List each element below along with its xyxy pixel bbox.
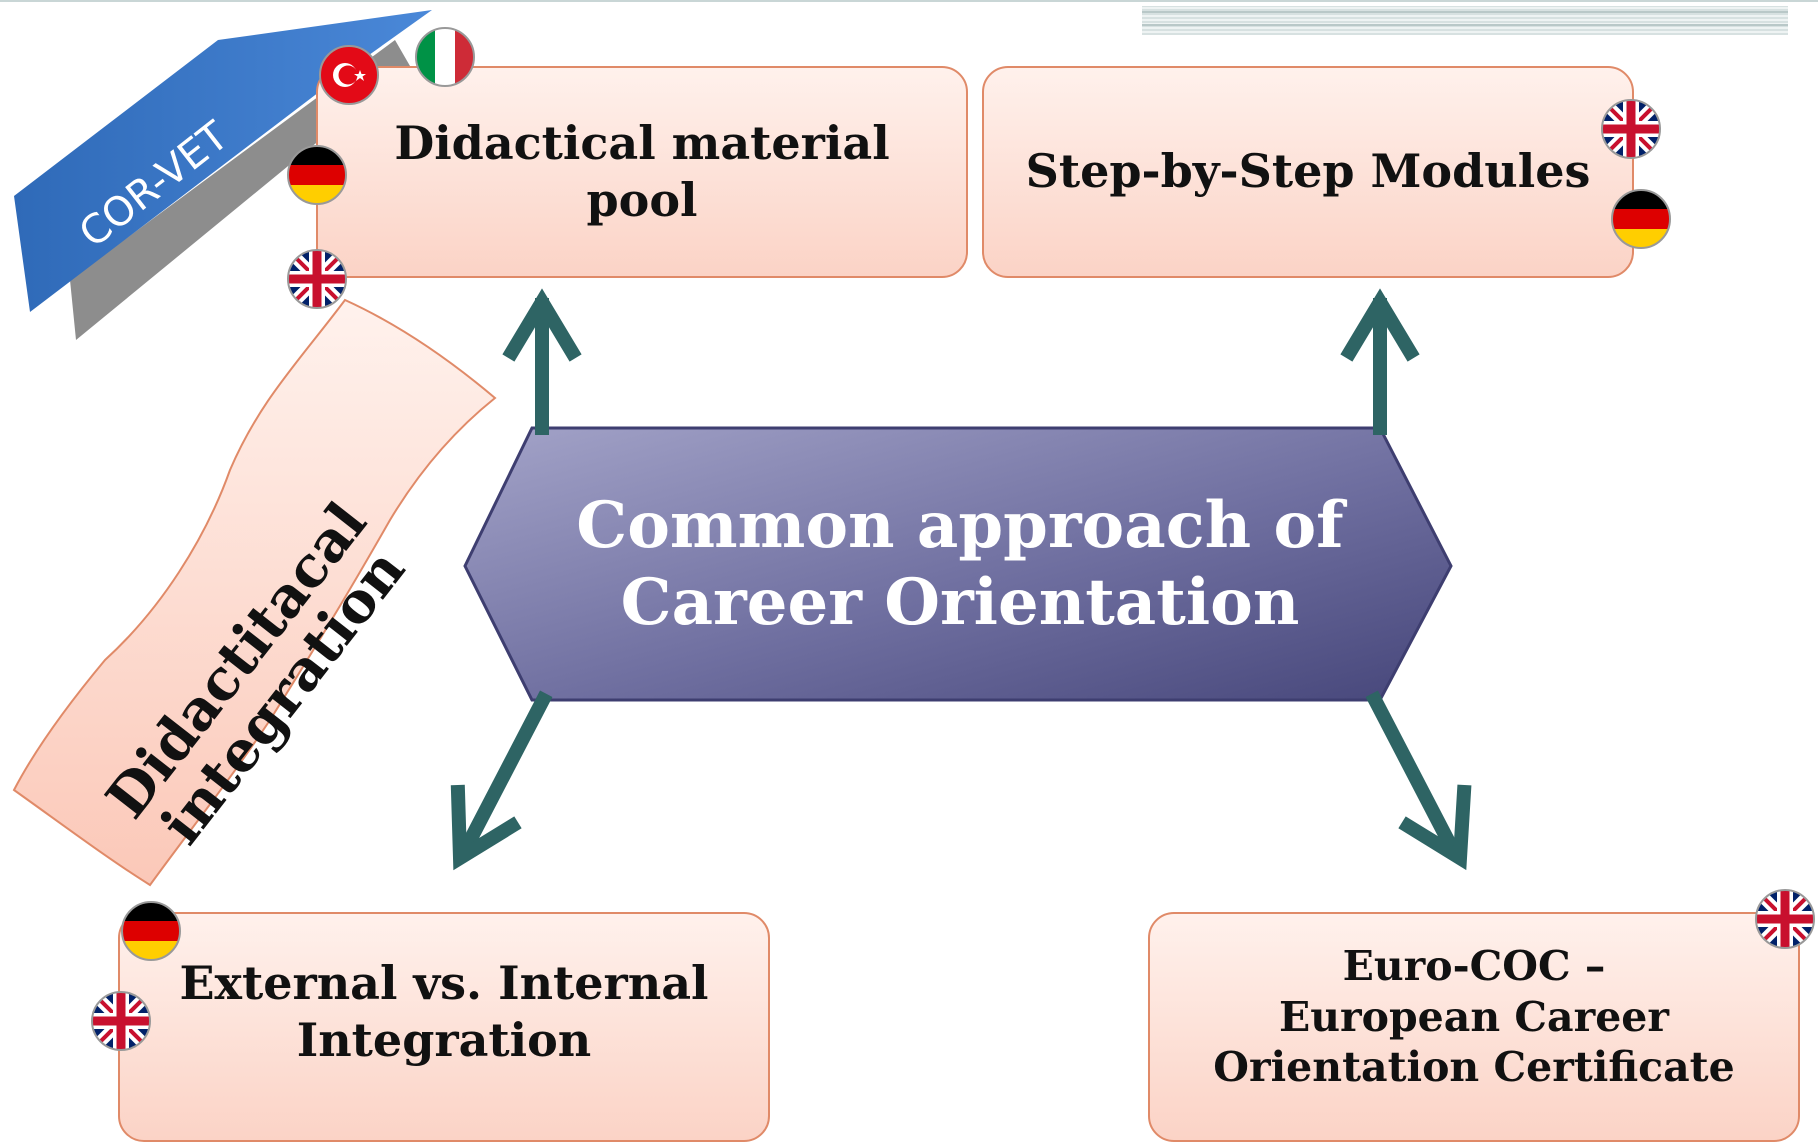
steps-line1: Step-by-Step Modules [1025, 144, 1591, 199]
step-by-step-modules-box: Step-by-Step Modules [982, 66, 1634, 278]
side-ribbon [12, 298, 497, 887]
external-line2: Integration [296, 1013, 592, 1067]
germany-flag-icon [121, 901, 181, 961]
germany-flag-icon [1611, 189, 1671, 249]
didactical-material-pool-box: Didactical material pool [316, 66, 968, 278]
euro-line1: Euro-COC – [1342, 941, 1606, 990]
euro-coc-box: Euro-COC – European Career Orientation C… [1148, 912, 1800, 1142]
corner-decoration [1142, 6, 1788, 35]
center-line2: Career Orientation [620, 564, 1300, 640]
turkey-flag-icon [319, 45, 379, 105]
germany-flag-icon [287, 145, 347, 205]
euro-line2: European Career [1279, 992, 1669, 1041]
uk-flag-icon [1601, 99, 1661, 159]
uk-flag-icon [1755, 889, 1815, 949]
arrow-down-right [1365, 690, 1463, 860]
center-line1: Common approach of [576, 488, 1344, 563]
uk-flag-icon [91, 991, 151, 1051]
euro-line3: Orientation Certificate [1213, 1043, 1735, 1092]
pool-line2: pool [586, 173, 698, 227]
uk-flag-icon [287, 249, 347, 309]
center-title: Common approach of Career Orientation [560, 488, 1360, 642]
pool-line1: Didactical material [394, 115, 890, 170]
arrow-down-left [455, 690, 553, 860]
top-rule [0, 0, 1818, 2]
italy-flag-icon [415, 27, 475, 87]
external-internal-integration-box: External vs. Internal Integration [118, 912, 770, 1142]
arrows [450, 288, 1472, 871]
external-line1: External vs. Internal [179, 955, 709, 1010]
